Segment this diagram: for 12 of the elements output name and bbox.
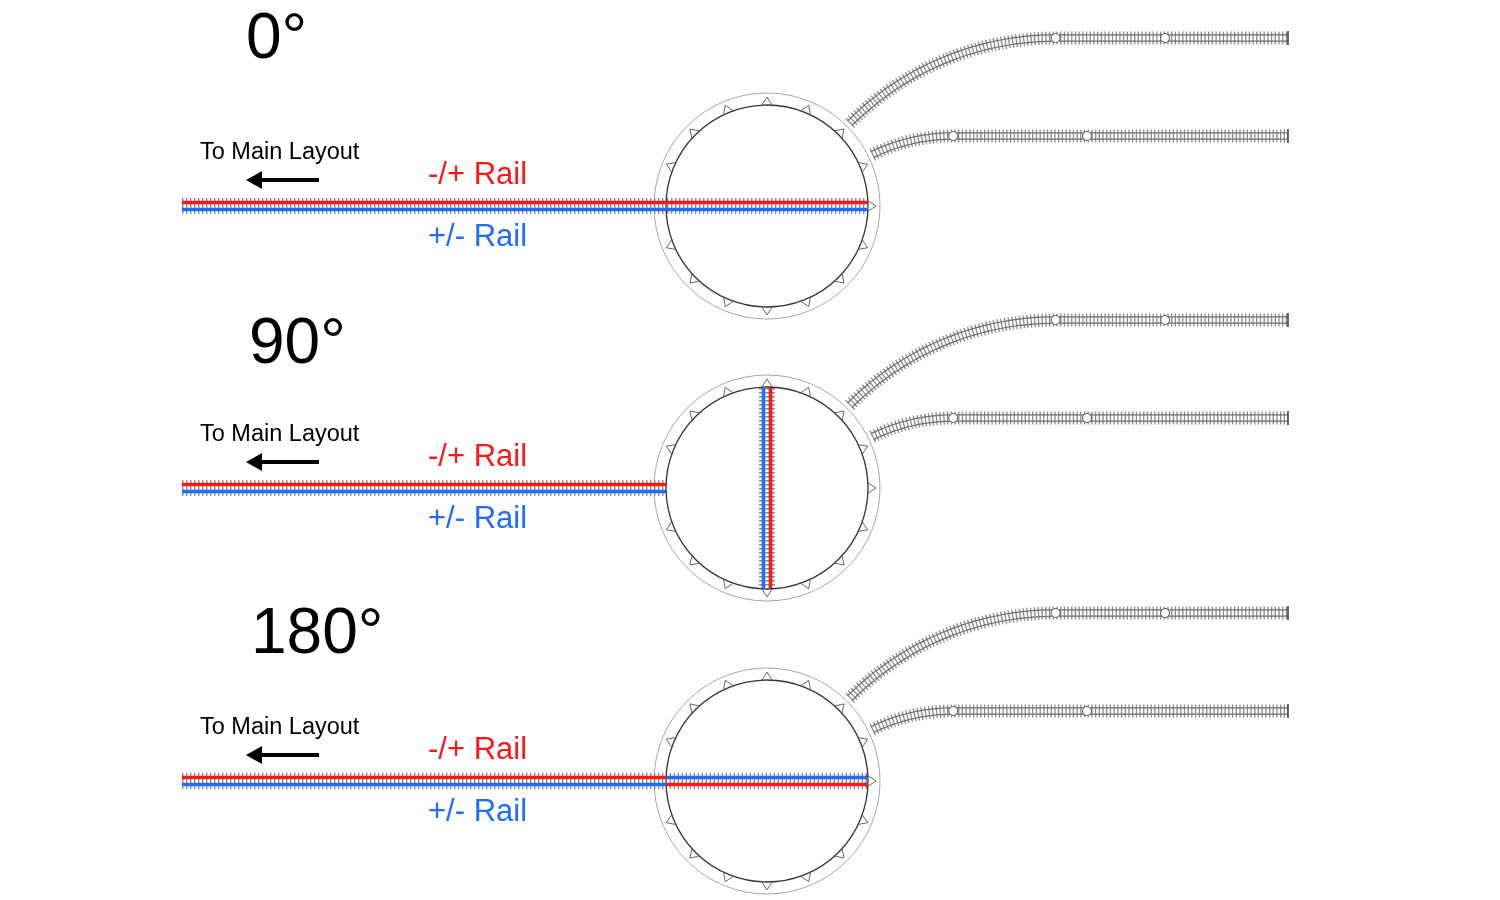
rail-polarity-label: -/+ Rail [428,733,528,764]
rail-polarity-label: -/+ Rail [428,158,528,189]
rail-polarity-label: -/+ Rail [428,440,528,471]
rail-polarity-label: +/- Rail [428,502,528,533]
rail-polarity-label: +/- Rail [428,220,528,251]
destination-label: To Main Layout [200,715,360,739]
destination-label: To Main Layout [200,140,360,164]
rail-polarity-label: +/- Rail [428,795,528,826]
destination-label: To Main Layout [200,422,360,446]
rotation-angle-label: 0° [246,4,308,68]
rotation-angle-label: 90° [249,309,346,373]
rotation-angle-label: 180° [251,599,384,663]
